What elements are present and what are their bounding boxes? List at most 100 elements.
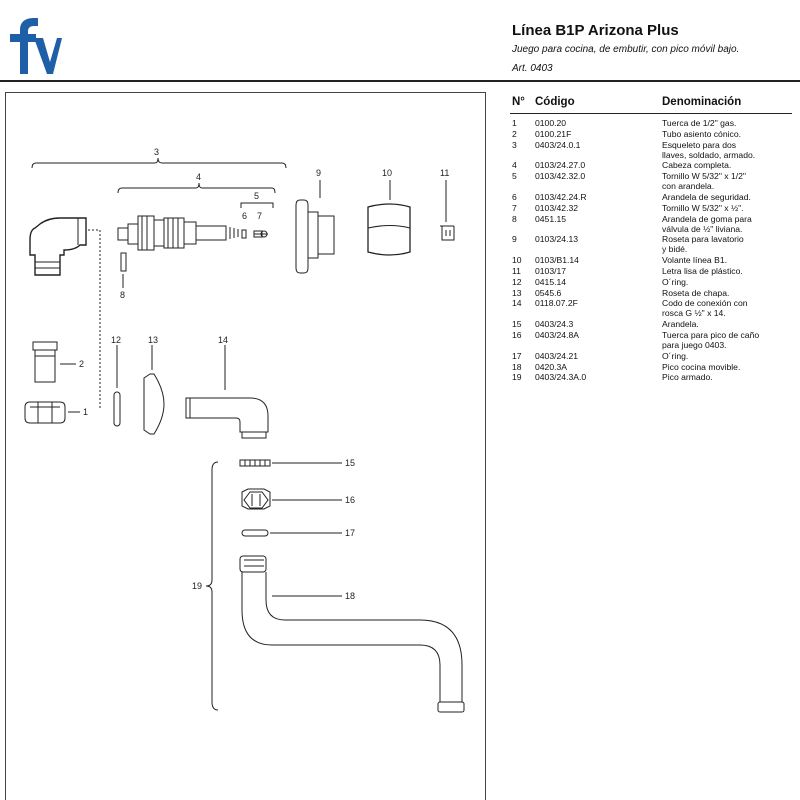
row-number: 11	[512, 266, 521, 276]
spout-18	[239, 555, 465, 713]
row-number: 8	[512, 213, 517, 224]
callout-14: 14	[218, 335, 228, 345]
row-name: Tornillo W 5/32" x ½".	[662, 203, 797, 213]
nut-1	[24, 401, 66, 424]
nut-16	[241, 488, 271, 510]
row-code: 0100.21F	[535, 128, 572, 139]
table-rule	[510, 113, 792, 114]
row-code: 0420.3A	[535, 361, 568, 372]
row-name-line: Tuerca de 1/2" gas.	[662, 118, 737, 128]
row-name: Cabeza completa.	[662, 160, 797, 170]
row-name-line: y bidé.	[662, 244, 688, 255]
callout-4: 4	[196, 172, 201, 182]
row-number: 12	[512, 276, 522, 287]
rosette-9	[295, 199, 335, 274]
row-code: 0118.07.2F	[535, 298, 578, 309]
row-name-line: Arandela de seguridad.	[662, 192, 751, 202]
row-name-line: con arandela.	[662, 181, 715, 192]
row-name-line: rosca G ½" x 14.	[662, 308, 726, 319]
product-subtitle: Juego para cocina, de embutir, con pico …	[512, 44, 740, 55]
callout-6: 6	[242, 211, 247, 221]
letter-11	[440, 225, 455, 241]
callout-5: 5	[254, 191, 259, 201]
callout-8: 8	[120, 290, 125, 300]
callout-15: 15	[345, 458, 355, 468]
row-code: 0103/42.32	[535, 202, 579, 213]
row-name-line: Roseta de chapa.	[662, 287, 730, 298]
row-name-line: para juego 0403.	[662, 340, 727, 350]
row-code: 0103/17	[535, 266, 567, 276]
col-header-name: Denominación	[662, 96, 742, 108]
row-name-line: Tornillo W 5/32" x 1/2"	[662, 171, 746, 182]
row-name: Letra lisa de plástico.	[662, 266, 797, 276]
row-name: Volante línea B1.	[662, 255, 797, 265]
row-name-line: Pico cocina movible.	[662, 361, 741, 372]
row-code: 0103/24.27.0	[535, 160, 586, 171]
callout-17: 17	[345, 528, 355, 538]
callout-16: 16	[345, 495, 355, 505]
row-name-line: Cabeza completa.	[662, 160, 732, 171]
row-code: 0103/B1.14	[535, 255, 579, 266]
callout-3: 3	[154, 147, 159, 157]
row-number: 1	[512, 118, 517, 128]
col-header-number: N°	[512, 96, 525, 108]
row-code: 0103/42.32.0	[535, 171, 586, 182]
row-name: Pico cocina movible.	[662, 362, 797, 372]
row-code: 0103/24.13	[535, 234, 579, 245]
fv-logo	[10, 18, 62, 74]
row-name: Tornillo W 5/32" x 1/2"con arandela.	[662, 171, 797, 191]
exploded-drawing-frame	[5, 92, 486, 800]
article-number: Art. 0403	[512, 63, 553, 74]
row-name-line: Pico armado.	[662, 372, 713, 383]
callout-18: 18	[345, 591, 355, 601]
row-number: 7	[512, 202, 517, 213]
row-number: 9	[512, 234, 517, 245]
callout-9: 9	[316, 168, 321, 178]
seat-tube-2	[32, 341, 58, 383]
row-code: 0545.6	[535, 287, 562, 298]
row-name: Tubo asiento cónico.	[662, 129, 797, 139]
row-code: 0403/24.3A.0	[535, 372, 587, 383]
row-name-line: Tornillo W 5/32" x ½".	[662, 202, 744, 213]
col-header-code: Código	[535, 96, 575, 108]
row-number: 18	[512, 361, 522, 372]
header-rule	[0, 80, 800, 82]
row-name: Arandela.	[662, 319, 797, 329]
row-number: 13	[512, 287, 522, 298]
row-code: 0403/24.8A	[535, 330, 579, 340]
row-code: 0403/24.21	[535, 350, 579, 361]
row-number: 2	[512, 128, 517, 139]
row-name-line: Volante línea B1.	[662, 255, 727, 266]
row-number: 15	[512, 319, 522, 330]
screw-7	[253, 230, 268, 238]
row-number: 3	[512, 139, 517, 150]
row-name: Roseta de chapa.	[662, 288, 797, 298]
row-name-line: válvula de ½" liviana.	[662, 223, 743, 234]
product-title: Línea B1P Arizona Plus	[512, 22, 679, 39]
callout-1: 1	[83, 407, 88, 417]
row-code: 0415.14	[535, 276, 567, 287]
row-name: O´ring.	[662, 351, 797, 361]
row-name-line: Arandela de goma para	[662, 213, 752, 224]
row-name-line: Arandela.	[662, 319, 699, 330]
row-name: Tuerca de 1/2" gas.	[662, 118, 797, 128]
row-name-line: Codo de conexión con	[662, 298, 748, 309]
row-number: 19	[512, 372, 522, 383]
callout-12: 12	[111, 335, 121, 345]
handle-10	[367, 203, 411, 256]
row-name-line: Roseta para lavatorio	[662, 234, 744, 245]
callout-19: 19	[192, 581, 202, 591]
washer-6	[241, 229, 247, 239]
row-name-line: Letra lisa de plástico.	[662, 266, 743, 276]
row-number: 10	[512, 255, 522, 266]
row-number: 5	[512, 171, 517, 182]
rosette-13	[143, 373, 165, 435]
row-number: 6	[512, 192, 517, 202]
oring-12	[113, 391, 121, 427]
row-code: 0403/24.3	[535, 319, 574, 330]
row-name: O´ring.	[662, 277, 797, 287]
